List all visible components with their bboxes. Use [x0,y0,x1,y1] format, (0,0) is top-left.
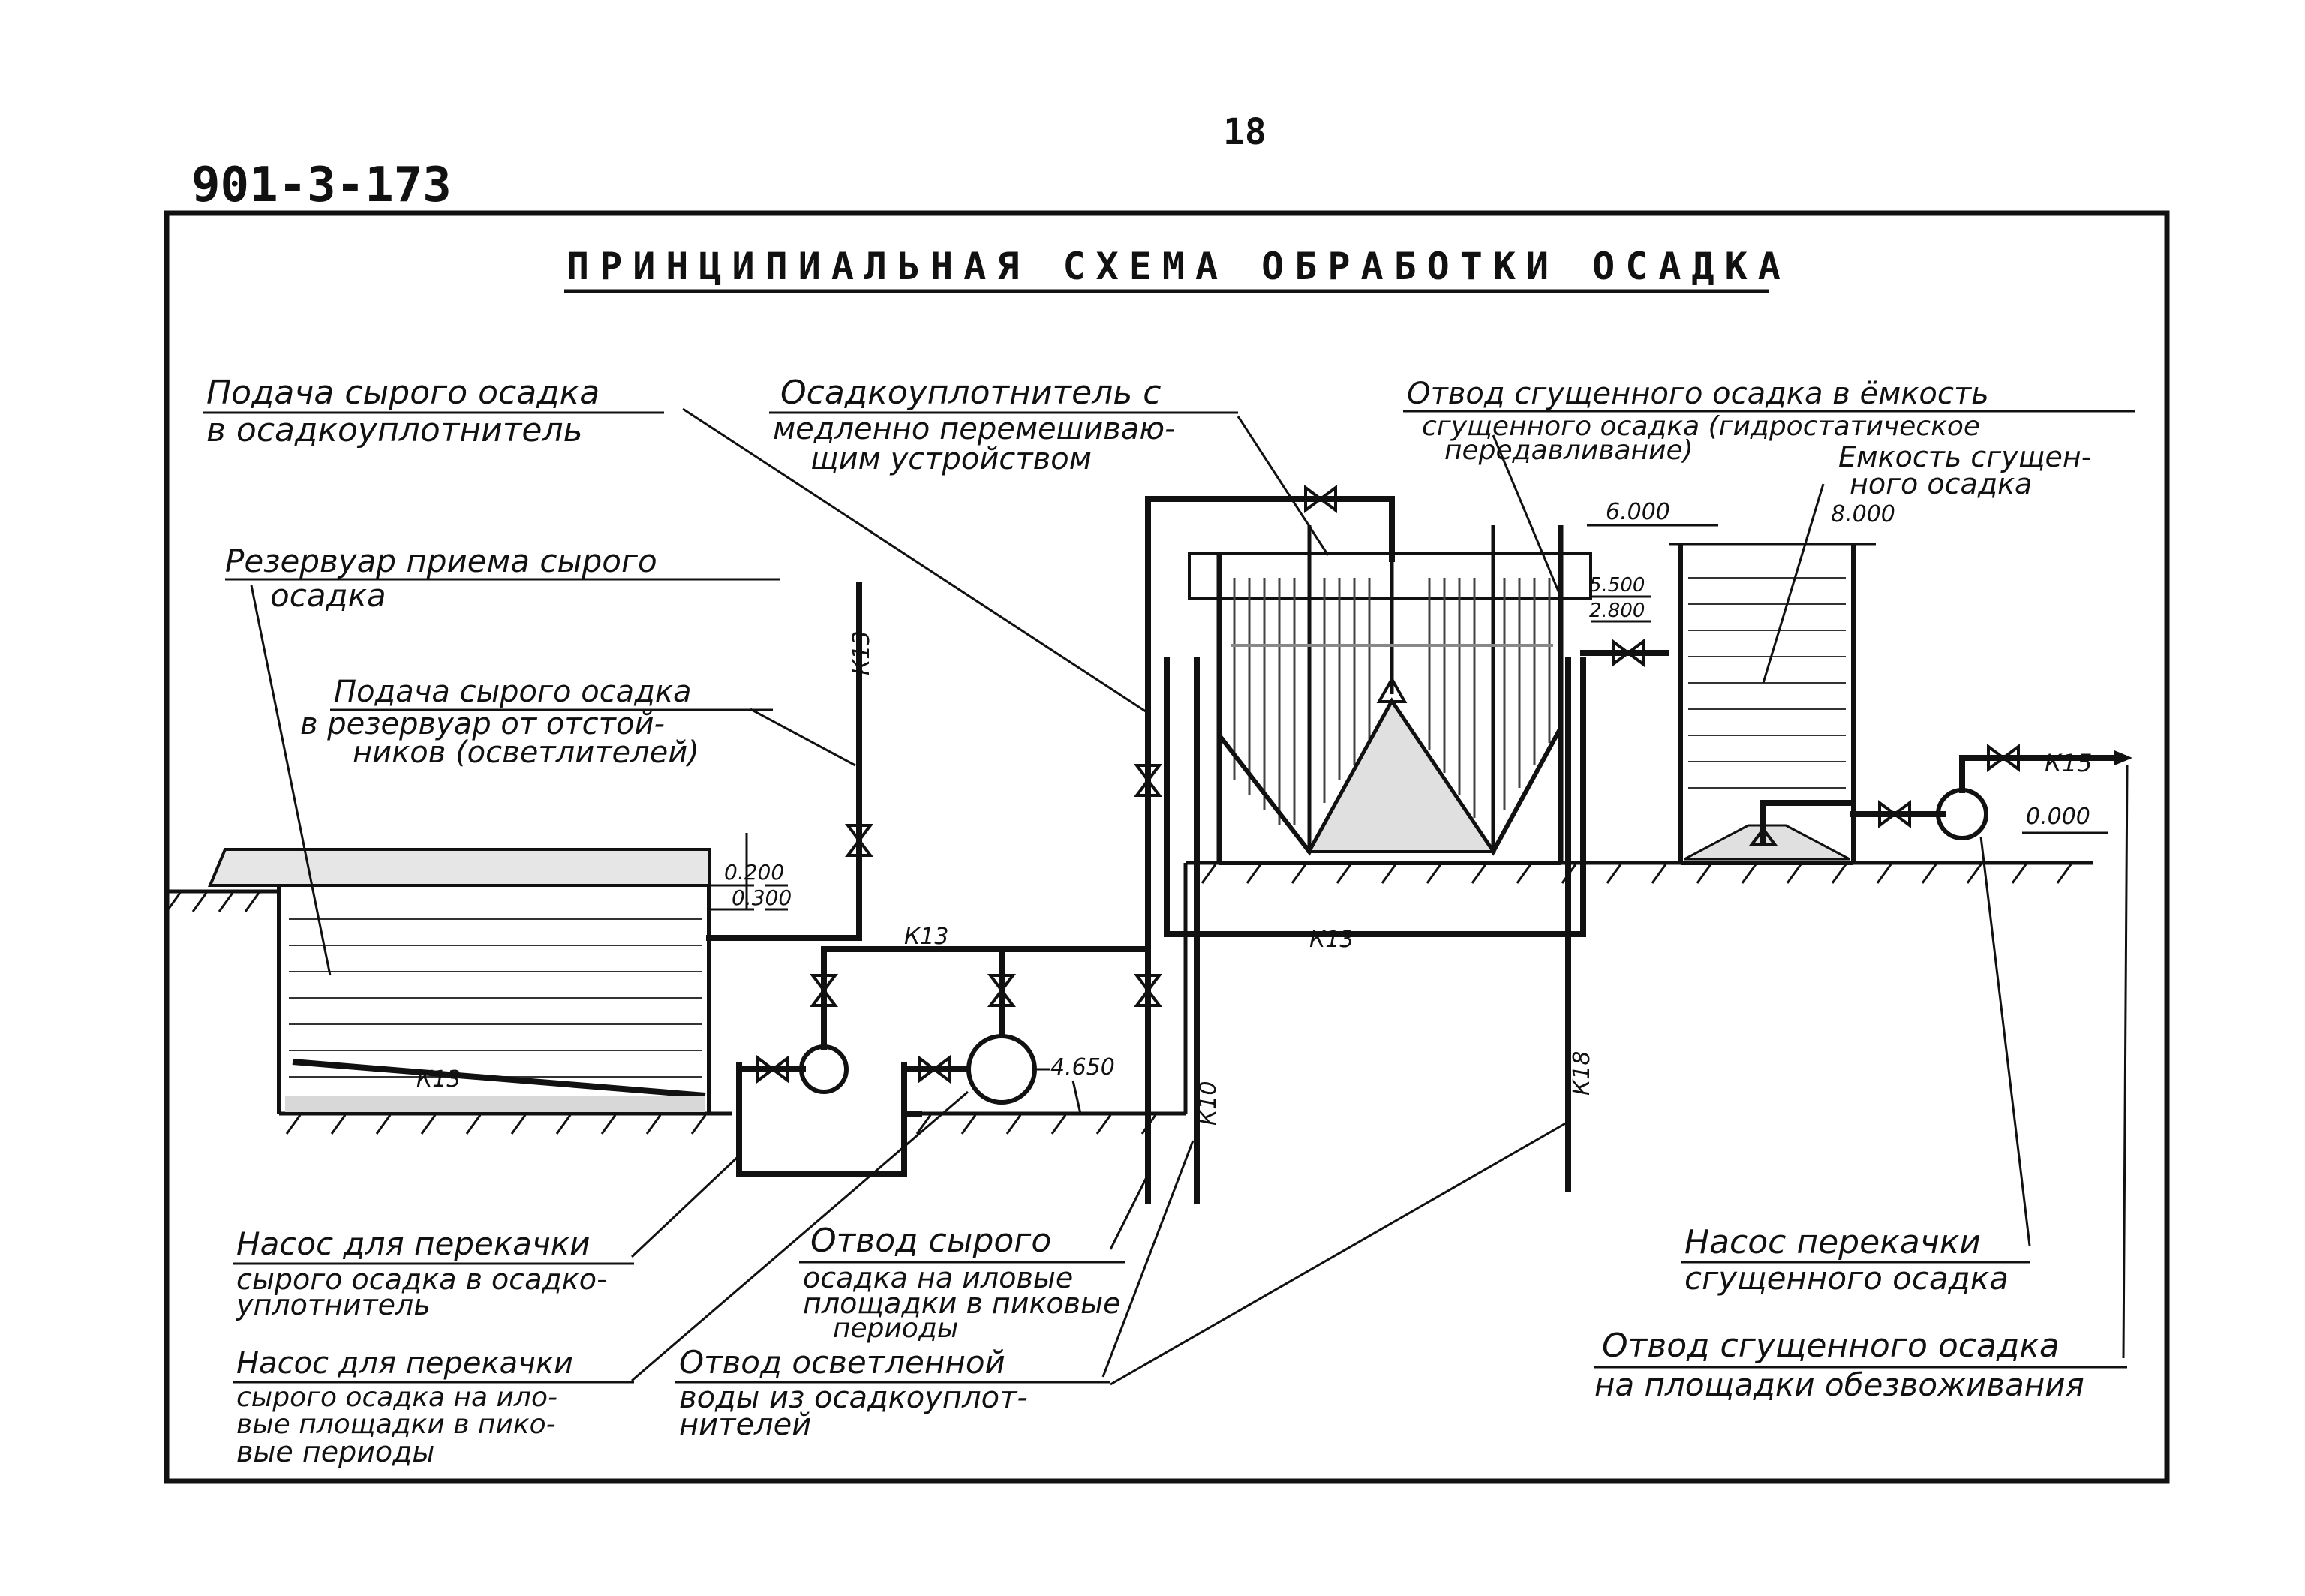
svg-text:вые периоды: вые периоды [236,1435,434,1468]
label-thick-tank: Емкость сгущен- ного осадка [1838,440,2091,500]
elevation-0-000: 0.000 [2026,804,2090,830]
svg-text:щим устройством: щим устройством [810,442,1092,476]
raw-sludge-reservoir: К13 0.200 0.300 [208,833,792,1114]
svg-text:ников (осветлителей): ников (осветлителей) [353,735,699,770]
pipe-code-k13-thickener: К13 [1309,927,1354,953]
label-pump-raw-to-beds: Насос для перекачки сырого осадка на ило… [233,1346,634,1468]
pipe-code-k15: К15 [2045,749,2092,777]
elevation-2-800: 2.800 [1589,600,1645,622]
label-clarified-water-discharge: Отвод осветленной воды из осадкоуплот- н… [675,1344,1110,1442]
svg-text:сгущенного осадка (гидростатич: сгущенного осадка (гидростатическое [1422,411,1980,442]
svg-text:Отвод сырого: Отвод сырого [810,1222,1051,1260]
svg-text:в осадкоуплотнитель: в осадкоуплотнитель [206,411,583,449]
label-raw-discharge-to-beds: Отвод сырого осадка на иловые площадки в… [799,1222,1125,1344]
sludge-thickener [1188,525,1592,865]
svg-text:Отвод сгущенного осадка: Отвод сгущенного осадка [1602,1327,2060,1365]
thickener-elevations: 6.000 5.500 2.800 [1580,499,1718,667]
elevation-0-200: 0.200 [724,860,784,885]
label-thick-discharge-to-tank: Отвод сгущенного осадка в ёмкость сгущен… [1403,377,2135,466]
label-raw-reservoir: Резервуар приема сырого осадка [225,543,780,614]
svg-text:передавливание): передавливание) [1444,435,1693,466]
svg-text:нителей: нителей [679,1408,811,1442]
svg-text:уплотнитель: уплотнитель [236,1288,431,1321]
thickened-sludge-tank: 8.000 [1669,501,1946,865]
diagram-title: ПРИНЦИПИАЛЬНАЯ СХЕМА ОБРАБОТКИ ОСАДКА [566,245,1791,288]
svg-text:периоды: периоды [833,1313,958,1344]
page-number: 18 [1223,111,1267,153]
svg-text:Отвод сгущенного осадка в ёмко: Отвод сгущенного осадка в ёмкость [1407,377,1989,411]
svg-text:Насос для перекачки: Насос для перекачки [236,1225,590,1262]
svg-text:сырого осадка на ило-: сырого осадка на ило- [236,1382,557,1413]
label-thick-pump: Насос перекачки сгущенного осадка [1681,1223,2030,1297]
thickener-outlets: К13 К10 К18 [1164,657,1595,1204]
svg-text:осадка на иловые: осадка на иловые [803,1261,1073,1294]
raw-sludge-pump-2: 4.650 [905,946,1115,1114]
svg-text:Отвод осветленной: Отвод осветленной [679,1344,1005,1381]
svg-text:Осадкоуплотнитель с: Осадкоуплотнитель с [780,374,1161,412]
label-pump-raw-to-thickener: Насос для перекачки сырого осадка в осад… [233,1225,634,1321]
label-feed-raw-to-reservoir: Подача сырого осадка в резервуар от отст… [300,675,773,770]
svg-text:сгущенного осадка: сгущенного осадка [1684,1260,2009,1297]
pipe-code-k18: К18 [1569,1051,1595,1096]
pipe-code-k13-reservoir: К13 [416,1066,461,1093]
thickened-sludge-pump: К15 0.000 [1936,744,2132,840]
svg-text:Насос перекачки: Насос перекачки [1684,1223,1981,1261]
leader-lines [250,407,2129,1386]
label-thickener: Осадкоуплотнитель с медленно перемешиваю… [769,374,1238,476]
label-thick-discharge-to-dewatering: Отвод сгущенного осадка на площадки обез… [1594,1327,2127,1403]
pipe-code-k13-header: К13 [904,924,948,950]
svg-text:Подача сырого осадка: Подача сырого осадка [206,374,600,412]
elevation-6-000: 6.000 [1606,499,1670,525]
label-feed-raw-to-thickener: Подача сырого осадка в осадкоуплотнитель [203,374,664,449]
k13-header-pipe: К13 [821,485,1395,1204]
feed-pipe-from-settlers: К13 [706,582,875,941]
elevation-5-500: 5.500 [1589,574,1645,597]
svg-text:в резервуар от отстой-: в резервуар от отстой- [300,707,665,741]
pipe-code-k13-feed: К13 [849,631,875,675]
raw-sludge-pump-1 [740,946,849,1094]
elevation-4-650: 4.650 [1050,1054,1115,1081]
svg-text:Емкость сгущен-: Емкость сгущен- [1838,440,2091,473]
svg-text:осадка: осадка [270,577,386,614]
svg-text:площадки в пиковые: площадки в пиковые [803,1287,1120,1320]
drawing-frame [164,210,2170,1484]
elevation-0-300: 0.300 [732,885,792,910]
pipe-code-k10: К10 [1195,1081,1222,1126]
elevation-8-000: 8.000 [1831,501,1895,527]
svg-text:воды из осадкоуплот-: воды из осадкоуплот- [679,1381,1028,1415]
svg-text:ного осадка: ного осадка [1850,467,2032,500]
document-code: 901-3-173 [191,158,452,213]
svg-text:сырого осадка в осадко-: сырого осадка в осадко- [236,1263,607,1296]
svg-text:Насос для перекачки: Насос для перекачки [236,1346,573,1381]
svg-text:Резервуар приема сырого: Резервуар приема сырого [225,543,657,579]
svg-text:вые площадки в пико-: вые площадки в пико- [236,1409,556,1440]
svg-text:медленно перемешиваю-: медленно перемешиваю- [773,412,1175,446]
svg-text:Подача сырого осадка: Подача сырого осадка [334,675,692,709]
svg-text:на площадки обезвоживания: на площадки обезвоживания [1594,1366,2084,1403]
